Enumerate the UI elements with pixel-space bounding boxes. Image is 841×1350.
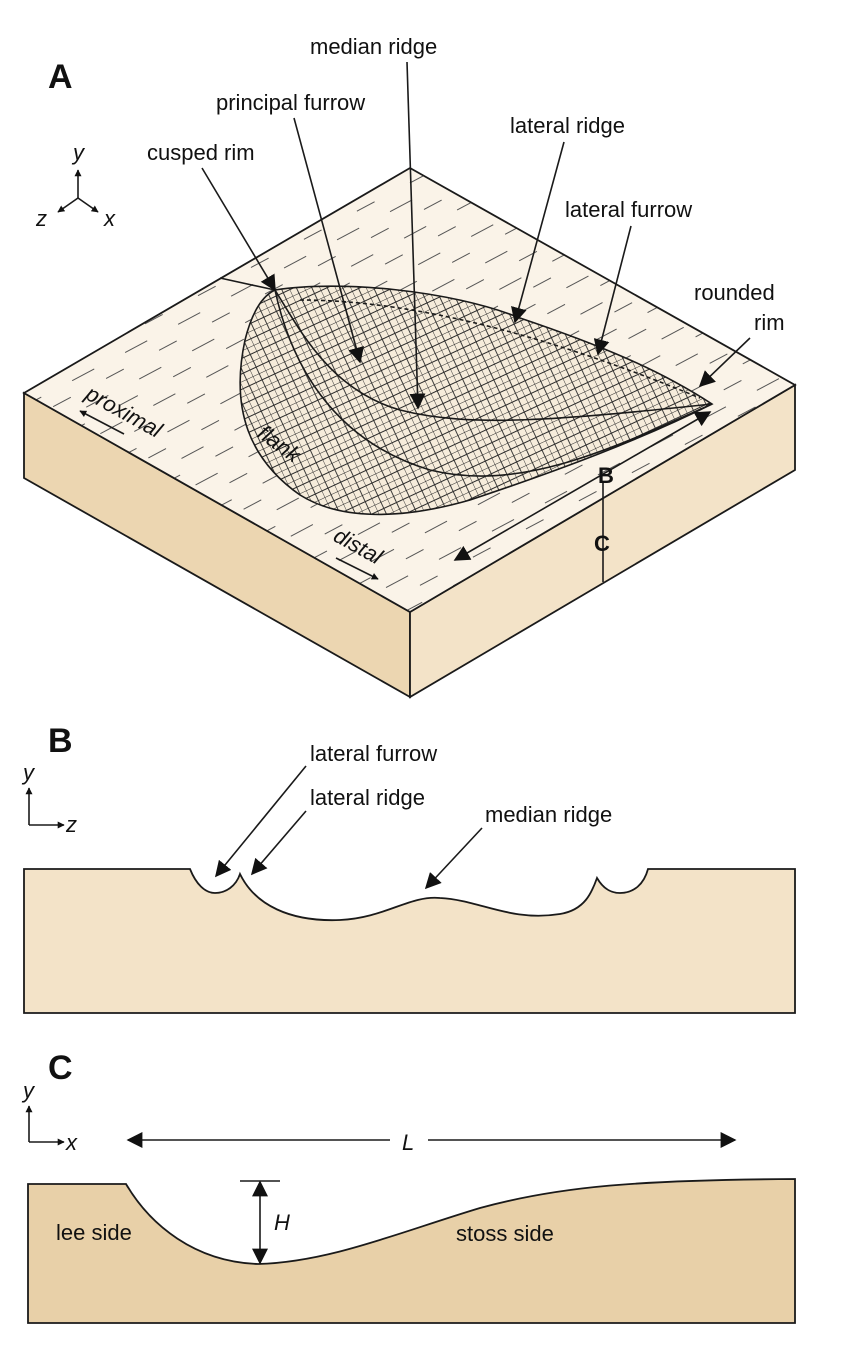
axis-z-label: z [65, 812, 77, 837]
label-lateral-furrow: lateral furrow [310, 741, 437, 766]
pointer-lateral-ridge [511, 141, 565, 324]
axis-x-label: x [65, 1130, 78, 1155]
panel-c-letter: C [48, 1049, 73, 1087]
label-rounded-rim-line1: rounded [694, 280, 775, 305]
axis-x-arrow [77, 197, 99, 213]
panel-a: A y z x B C proximal flank distal [22, 34, 797, 699]
axis-y-label: y [71, 140, 86, 165]
proximal-arrow [79, 410, 125, 435]
pointer-rounded-rim [698, 337, 751, 388]
panel-c: C y x L H lee side stoss side [21, 1049, 796, 1324]
axis-z-label: z [35, 206, 47, 231]
cross-section-c [27, 1178, 796, 1324]
pointer-lateral-furrow [593, 225, 632, 356]
label-principal-furrow: principal furrow [216, 90, 365, 115]
section-b-line [453, 411, 712, 561]
pointer-lateral-ridge [250, 810, 307, 876]
panel-a-axes: y z x [35, 140, 116, 231]
label-rounded-rim-line2: rim [754, 310, 785, 335]
axis-y-label: y [21, 760, 36, 785]
axis-x-label: x [103, 206, 116, 231]
label-lateral-furrow: lateral furrow [565, 197, 692, 222]
label-median-ridge: median ridge [485, 802, 612, 827]
lee-side-label: lee side [56, 1220, 132, 1245]
length-label: L [402, 1130, 414, 1155]
stoss-side-label: stoss side [456, 1221, 554, 1246]
panel-b: B y z lateral furrow lateral ridge media… [21, 722, 796, 1014]
height-label: H [274, 1210, 290, 1235]
cross-section-b [23, 868, 796, 1014]
panel-c-axes: y x [21, 1078, 78, 1155]
pointer-cusped-rim [201, 167, 276, 292]
pointer-median-ridge [424, 827, 483, 890]
pointer-lateral-furrow [214, 765, 307, 878]
section-b-label: B [598, 463, 614, 488]
section-c-label: C [594, 531, 610, 556]
lateral-ridge-line [299, 299, 701, 399]
label-lateral-ridge: lateral ridge [310, 785, 425, 810]
label-median-ridge: median ridge [310, 34, 437, 59]
axis-y-label: y [21, 1078, 36, 1103]
label-lateral-ridge: lateral ridge [510, 113, 625, 138]
distal-arrow [335, 557, 379, 580]
pointer-principal-furrow [293, 117, 364, 364]
panel-a-letter: A [48, 58, 73, 96]
axis-z-arrow [57, 197, 79, 213]
label-cusped-rim: cusped rim [147, 140, 255, 165]
panel-b-axes: y z [21, 760, 77, 837]
panel-b-letter: B [48, 722, 73, 760]
pointer-median-ridge [406, 61, 426, 410]
